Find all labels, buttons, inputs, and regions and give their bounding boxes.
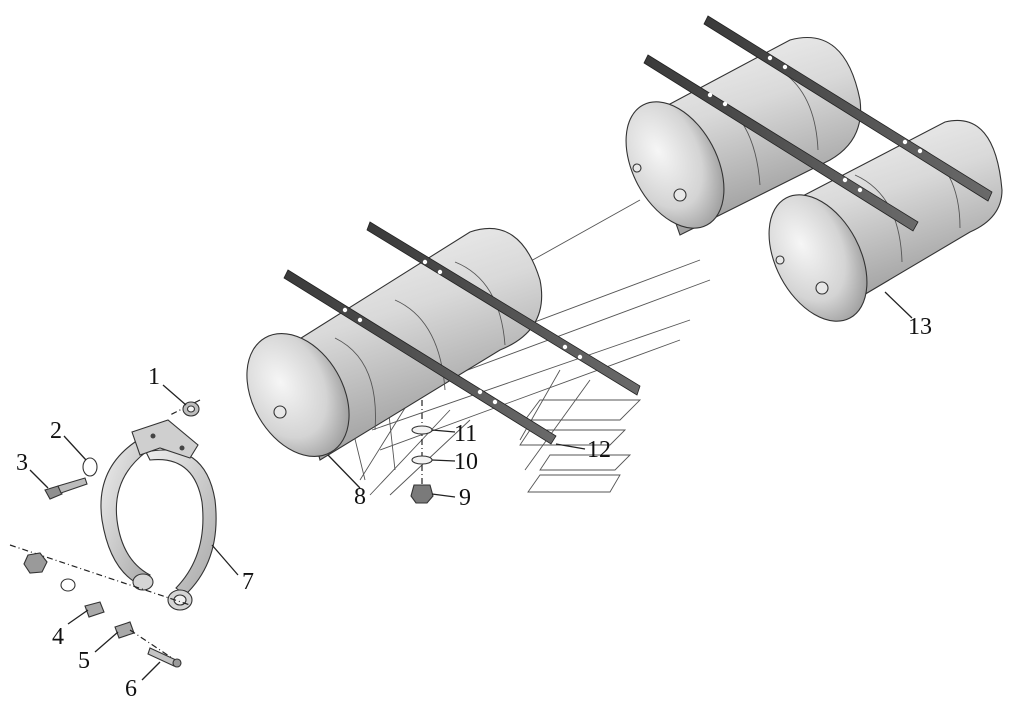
callout-2: 2 — [50, 418, 62, 444]
bolt-3-head — [44, 485, 63, 500]
drain-hardware-stack — [410, 400, 434, 504]
callout-12: 12 — [587, 437, 611, 463]
callout-1: 1 — [148, 364, 160, 390]
callout-5: 5 — [78, 648, 90, 674]
callout-labels: 1 2 3 4 5 6 7 8 9 10 11 12 13 — [16, 314, 932, 702]
small-hardware — [9, 399, 201, 668]
washer-10 — [411, 455, 433, 465]
callout-3: 3 — [16, 450, 28, 476]
sleeve-5 — [114, 621, 135, 639]
callout-9: 9 — [459, 485, 471, 511]
washer-left — [60, 578, 76, 592]
callout-10: 10 — [454, 449, 478, 475]
sleeve-4 — [84, 601, 105, 618]
mounting-straps-13 — [643, 15, 993, 232]
callout-4: 4 — [52, 624, 64, 650]
washer-2 — [82, 457, 98, 477]
callout-13: 13 — [908, 314, 932, 340]
air-tank-8 — [246, 227, 543, 461]
callout-6: 6 — [125, 676, 137, 702]
washer-11 — [411, 425, 433, 435]
callout-7: 7 — [242, 569, 254, 595]
callout-11: 11 — [454, 421, 477, 447]
clamp-band-7 — [100, 419, 217, 611]
drain-plug-9 — [410, 484, 434, 504]
mounting-straps-12 — [283, 221, 641, 445]
bolt-6 — [147, 647, 177, 667]
callout-8: 8 — [354, 484, 366, 510]
leader-lines — [29, 291, 913, 681]
nut-left — [23, 552, 48, 574]
